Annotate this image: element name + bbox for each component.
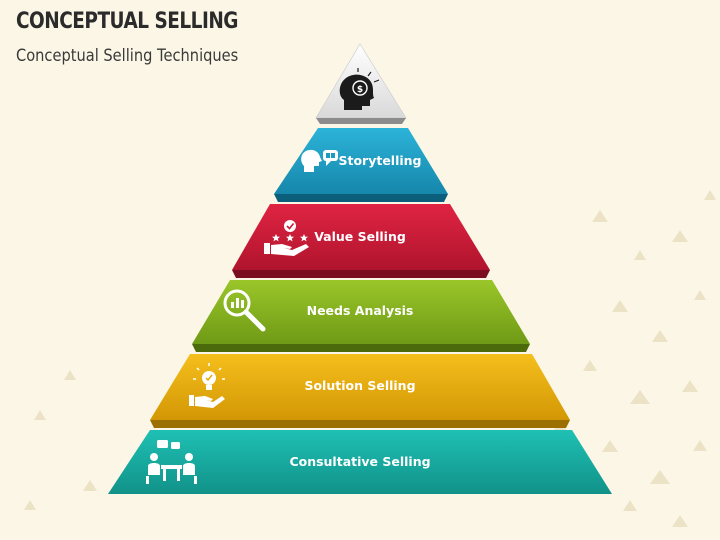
tier-solution-selling: Solution Selling — [150, 354, 570, 428]
tier-value-selling: Value Selling — [232, 204, 490, 278]
tier-consultative-selling: Consultative Selling — [108, 430, 612, 494]
page-title: CONCEPTUAL SELLING — [16, 9, 238, 34]
page-subtitle: Conceptual Selling Techniques — [16, 46, 239, 66]
magnifier-chart-icon — [223, 289, 266, 332]
pyramid-apex: $ — [315, 43, 407, 124]
tier-label-needs-analysis: Needs Analysis — [307, 303, 414, 318]
speaking-head-chat-icon — [301, 149, 338, 172]
tier-label-storytelling: Storytelling — [338, 153, 421, 168]
tier-label-solution-selling: Solution Selling — [304, 378, 415, 393]
hand-lightbulb-icon — [189, 363, 225, 408]
head-dollar-lightbulb-icon: $ — [339, 68, 380, 110]
tier-storytelling: Storytelling — [274, 128, 448, 202]
meeting-table-icon — [146, 440, 197, 484]
tier-needs-analysis: Needs Analysis — [192, 280, 530, 352]
tier-label-value-selling: Value Selling — [314, 229, 406, 244]
tier-label-consultative-selling: Consultative Selling — [289, 454, 430, 469]
svg-text:$: $ — [357, 85, 363, 95]
hand-stars-check-icon — [264, 220, 309, 256]
